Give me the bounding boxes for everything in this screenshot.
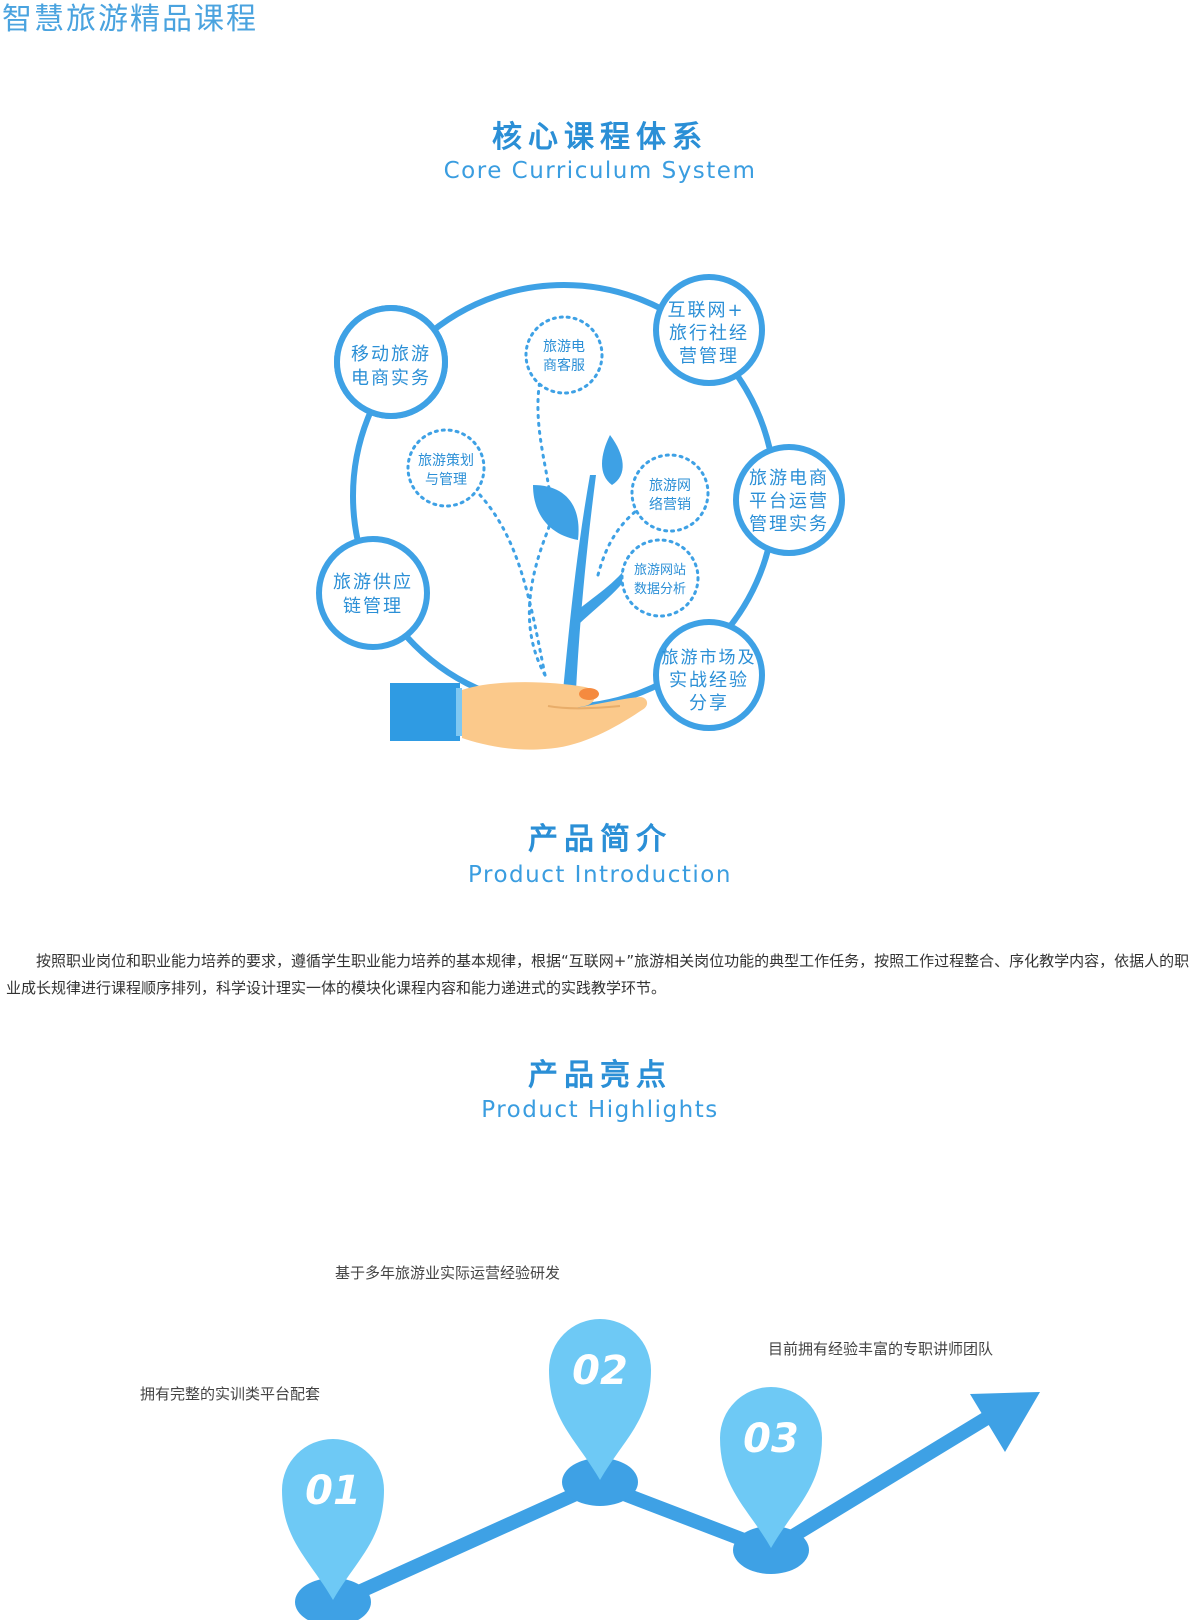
node-mobile-ecommerce-l1: 移动旅游 [351,344,431,365]
node-internet-agency-l1: 互联网+ [667,300,744,321]
highlights-timeline: 01 02 03 [282,1319,1040,1620]
highlights-subtitle: Product Highlights [481,1097,719,1123]
leaf-icon [533,485,579,540]
node-data-analysis-l2: 数据分析 [634,582,686,597]
node-platform-ops-l1: 旅游电商 [749,468,829,489]
node-ecom-service-l2: 商客服 [543,357,585,374]
node-market-l1: 旅游市场及 [662,648,757,668]
node-planning-l2: 与管理 [425,472,467,488]
dotted-branch [527,378,553,677]
tree-branch [572,560,636,628]
arrowhead-icon [970,1392,1040,1452]
core-subtitle: Core Curriculum System [443,158,757,184]
highlight-text-01: 拥有完整的实训类平台配套 [140,1385,321,1403]
timeline-node-02 [562,1458,638,1506]
node-market-l3: 分享 [689,693,729,714]
fingernail [579,688,599,700]
node-internet-agency-l3: 营管理 [679,346,739,367]
map-pin-icon [549,1319,651,1480]
leaf-icon [602,435,623,485]
intro-title: 产品简介 [528,822,672,857]
highlights-title: 产品亮点 [528,1058,672,1093]
intro-subtitle: Product Introduction [468,862,732,888]
node-ecom-service-l1: 旅游电 [543,339,585,355]
node-platform-ops-l2: 平台运营 [749,491,829,512]
node-supply-chain-l1: 旅游供应 [333,572,413,593]
highlight-num-02: 02 [572,1348,628,1394]
hand-illustration [390,682,648,750]
node-market-l2: 实战经验 [669,670,749,691]
node-supply-chain-l2: 链管理 [343,596,403,617]
intro-text: 按照职业岗位和职业能力培养的要求，遵循学生职业能力培养的基本规律，根据“互联网+… [6,952,1190,997]
core-title: 核心课程体系 [492,120,708,155]
node-mobile-ecommerce-l2: 电商实务 [351,368,431,389]
node-data-analysis-l1: 旅游网站 [634,563,686,578]
curriculum-tree-diagram: 移动旅游 电商实务 互联网+ 旅行社经 营管理 旅游电商 平台运营 管理实务 旅… [316,274,845,750]
highlight-text-02: 基于多年旅游业实际运营经验研发 [335,1264,561,1282]
timeline-line [327,1404,1004,1612]
highlight-text-03: 目前拥有经验丰富的专职讲师团队 [768,1340,994,1358]
node-net-marketing-l2: 络营销 [649,497,691,513]
sleeve-cuff [390,683,460,741]
map-pin-icon [282,1439,384,1600]
node-planning-l1: 旅游策划 [418,452,474,469]
node-net-marketing-l1: 旅游网 [649,478,691,494]
node-internet-agency-l2: 旅行社经 [669,323,749,344]
highlight-num-01: 01 [305,1468,361,1514]
page-title: 智慧旅游精品课程 [2,2,258,37]
dotted-branch [478,493,547,677]
tree-trunk [561,475,596,712]
node-platform-ops-l3: 管理实务 [749,514,829,535]
highlight-num-03: 03 [743,1416,799,1462]
map-pin-icon [720,1387,822,1548]
timeline-node-03 [733,1526,809,1574]
